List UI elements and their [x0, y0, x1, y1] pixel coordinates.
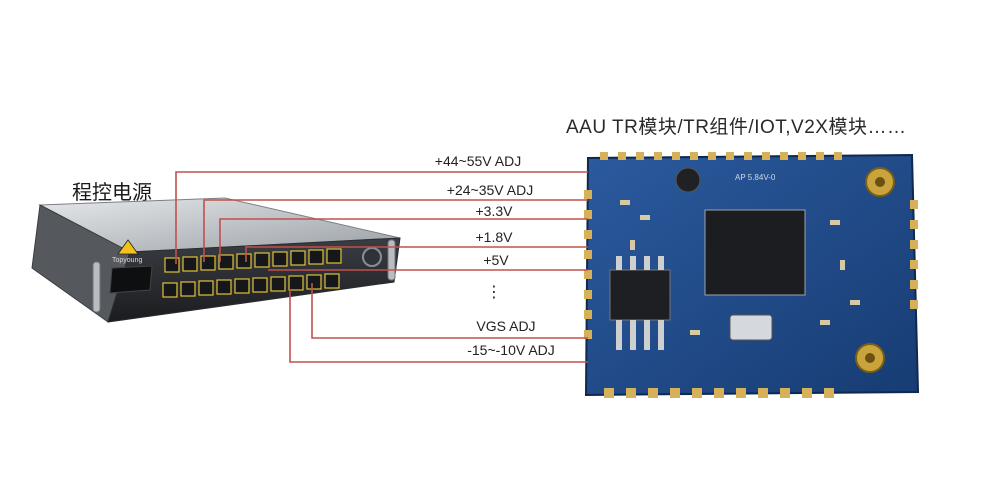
soic-chip: [609, 269, 671, 321]
rail-label-24-35v: +24~35V ADJ: [446, 182, 534, 198]
smd-components: [620, 200, 860, 335]
wire-24-35v: [203, 199, 588, 262]
antenna-connector-bottom: [855, 343, 885, 373]
psu-title: 程控电源: [72, 182, 152, 204]
main-chip: [704, 209, 806, 296]
chip-marking: AP 5.84V-0: [735, 173, 776, 182]
wire-44-55v: [175, 171, 588, 264]
warning-sticker-icon: [117, 239, 139, 255]
rail-label-5v: +5V: [483, 252, 509, 268]
rail-label-3v3: +3.3V: [475, 203, 513, 219]
wire-1v8: [245, 246, 588, 262]
psu-brand: Topyoung: [112, 257, 142, 264]
psu-terminal-blocks: [162, 248, 342, 298]
crystal-oscillator: [729, 314, 773, 341]
wire-vgs: [311, 283, 588, 339]
module-title: AAU TR模块/TR组件/IOT,V2X模块……: [566, 117, 907, 138]
wire-neg-15-10v: [289, 289, 588, 363]
wire-3v3: [219, 218, 588, 262]
tr-module-pcb: AP 5.84V-0: [584, 152, 920, 398]
rail-label-vgs: VGS ADJ: [476, 318, 536, 334]
psu-knob[interactable]: [362, 247, 382, 267]
rack-handle-left: [92, 261, 101, 313]
soic-chip-pins: [616, 256, 664, 350]
rail-label-neg-15-10v: -15~-10V ADJ: [467, 342, 555, 358]
power-supply-unit: Topyoung: [31, 197, 401, 323]
rack-handle-right: [387, 239, 396, 281]
rail-label-ellipsis: ⋮: [486, 284, 502, 301]
wiring: [175, 171, 588, 363]
antenna-connector-top: [865, 167, 895, 197]
psu-display: [109, 265, 153, 294]
pcb-edge-pads: [584, 152, 918, 398]
rail-label-1v8: +1.8V: [475, 229, 513, 245]
rail-label-44-55v: +44~55V ADJ: [434, 153, 522, 169]
capacitor: [675, 167, 701, 193]
